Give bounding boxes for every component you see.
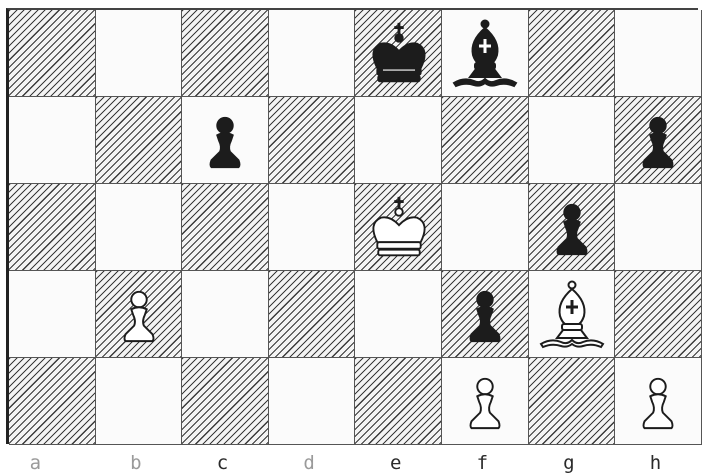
square-g8[interactable] [529,10,616,97]
file-label-a: a [15,452,55,474]
square-g4[interactable] [529,358,616,445]
square-d8[interactable] [269,10,356,97]
square-a5[interactable] [9,271,96,358]
file-label-b: b [116,452,156,474]
square-h5[interactable] [615,271,702,358]
black-king-e8[interactable] [355,10,442,97]
square-d6[interactable] [269,184,356,271]
file-label-h: h [636,452,676,474]
square-a8[interactable] [9,10,96,97]
square-h6[interactable] [615,184,702,271]
square-d7[interactable] [269,97,356,184]
square-a4[interactable] [9,358,96,445]
white-pawn-f4[interactable] [442,358,529,445]
white-pawn-h4[interactable] [615,358,702,445]
white-pawn-b5[interactable] [96,271,183,358]
square-b8[interactable] [96,10,183,97]
black-pawn-f5[interactable] [442,271,529,358]
file-label-e: e [376,452,416,474]
square-c6[interactable] [182,184,269,271]
square-c5[interactable] [182,271,269,358]
square-e5[interactable] [355,271,442,358]
square-b6[interactable] [96,184,183,271]
black-pawn-h7[interactable] [615,97,702,184]
square-a7[interactable] [9,97,96,184]
white-king-e6[interactable] [355,184,442,271]
pawn-icon [456,286,514,344]
king-icon [366,21,432,87]
king-icon [366,195,432,261]
square-h8[interactable] [615,10,702,97]
square-b7[interactable] [96,97,183,184]
square-f6[interactable] [442,184,529,271]
bishop-icon [450,19,520,89]
file-label-f: f [462,452,502,474]
square-g7[interactable] [529,97,616,184]
pawn-icon [456,373,514,431]
pawn-icon [629,373,687,431]
black-pawn-c7[interactable] [182,97,269,184]
file-label-g: g [549,452,589,474]
square-d5[interactable] [269,271,356,358]
pawn-icon [110,286,168,344]
black-bishop-f8[interactable] [442,10,529,97]
file-label-c: c [203,452,243,474]
bishop-icon [537,280,607,350]
square-e7[interactable] [355,97,442,184]
square-d4[interactable] [269,358,356,445]
chess-board [6,8,698,444]
square-f7[interactable] [442,97,529,184]
square-e4[interactable] [355,358,442,445]
square-c8[interactable] [182,10,269,97]
square-a6[interactable] [9,184,96,271]
pawn-icon [543,199,601,257]
pawn-icon [629,112,687,170]
file-label-d: d [289,452,329,474]
black-pawn-g6[interactable] [529,184,616,271]
square-c4[interactable] [182,358,269,445]
pawn-icon [196,112,254,170]
square-b4[interactable] [96,358,183,445]
white-bishop-g5[interactable] [529,271,616,358]
